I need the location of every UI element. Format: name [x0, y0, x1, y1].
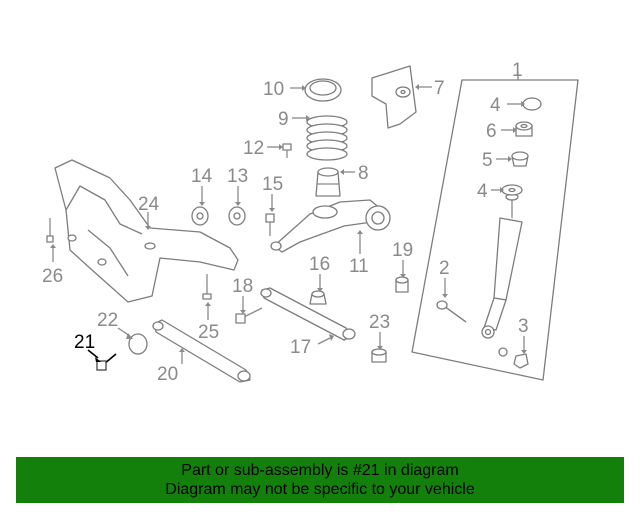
label-13: 13 — [227, 166, 248, 187]
label-21: 21 — [74, 332, 95, 353]
label-19: 19 — [392, 240, 413, 261]
label-7: 7 — [434, 78, 445, 99]
label-6: 6 — [486, 121, 497, 142]
label-10: 10 — [263, 79, 284, 100]
label-11: 11 — [349, 256, 369, 277]
nut-16[interactable] — [309, 290, 327, 305]
bushing-13[interactable] — [228, 206, 246, 226]
coil-spring-9[interactable] — [306, 115, 348, 161]
bolt-26[interactable] — [46, 218, 54, 243]
nut-19[interactable] — [395, 276, 409, 293]
link-17[interactable] — [260, 287, 356, 341]
leader-lines — [50, 72, 527, 364]
label-17: 17 — [290, 337, 311, 358]
banner-line-2: Diagram may not be specific to your vehi… — [165, 481, 475, 498]
callout-labels: 1 4 6 5 4 7 10 9 12 8 14 13 15 24 11 19 … — [42, 60, 529, 385]
bolt-25[interactable] — [202, 274, 212, 300]
control-arm-11[interactable] — [270, 199, 391, 253]
label-9: 9 — [278, 109, 289, 130]
bolt-12[interactable] — [282, 143, 292, 158]
label-8: 8 — [358, 163, 369, 184]
bolt-21[interactable] — [96, 353, 117, 371]
label-4-lower: 4 — [477, 181, 488, 202]
nut-23[interactable] — [371, 348, 387, 363]
cap-22[interactable] — [128, 333, 148, 355]
link-20[interactable] — [152, 319, 251, 383]
label-5: 5 — [482, 150, 493, 171]
bushing-5[interactable] — [511, 151, 529, 167]
label-23: 23 — [369, 312, 390, 333]
label-18: 18 — [232, 276, 253, 297]
label-22: 22 — [97, 310, 118, 331]
label-12: 12 — [243, 138, 264, 159]
bushing-14[interactable] — [191, 206, 209, 226]
bracket-7[interactable] — [371, 65, 417, 129]
washer-4-lower[interactable] — [501, 184, 523, 196]
label-3: 3 — [518, 316, 529, 337]
bump-stop-8[interactable] — [315, 167, 341, 197]
label-26: 26 — [42, 266, 63, 287]
label-15: 15 — [262, 174, 283, 195]
shock-absorber[interactable] — [481, 193, 523, 339]
bolt-15[interactable] — [265, 213, 275, 236]
label-24: 24 — [138, 194, 160, 215]
label-25: 25 — [198, 322, 219, 343]
label-2: 2 — [439, 258, 450, 279]
bushing-6[interactable] — [515, 121, 533, 137]
banner-line-1: Part or sub-assembly is #21 in diagram — [181, 462, 459, 479]
spring-seat-10[interactable] — [304, 78, 342, 102]
bolt-2[interactable] — [436, 300, 467, 323]
washer-4-upper[interactable] — [522, 97, 542, 111]
info-banner: Part or sub-assembly is #21 in diagram D… — [16, 457, 624, 503]
parts-diagram: 1 4 6 5 4 7 10 9 12 8 14 13 15 24 11 19 … — [42, 60, 579, 385]
label-16: 16 — [309, 254, 330, 275]
crossmember-24[interactable] — [54, 159, 239, 303]
label-14: 14 — [191, 166, 213, 187]
nut-3[interactable] — [498, 347, 529, 369]
label-20: 20 — [157, 364, 178, 385]
label-1: 1 — [512, 60, 523, 81]
label-4-upper: 4 — [490, 95, 501, 116]
bolt-18[interactable] — [235, 307, 263, 324]
